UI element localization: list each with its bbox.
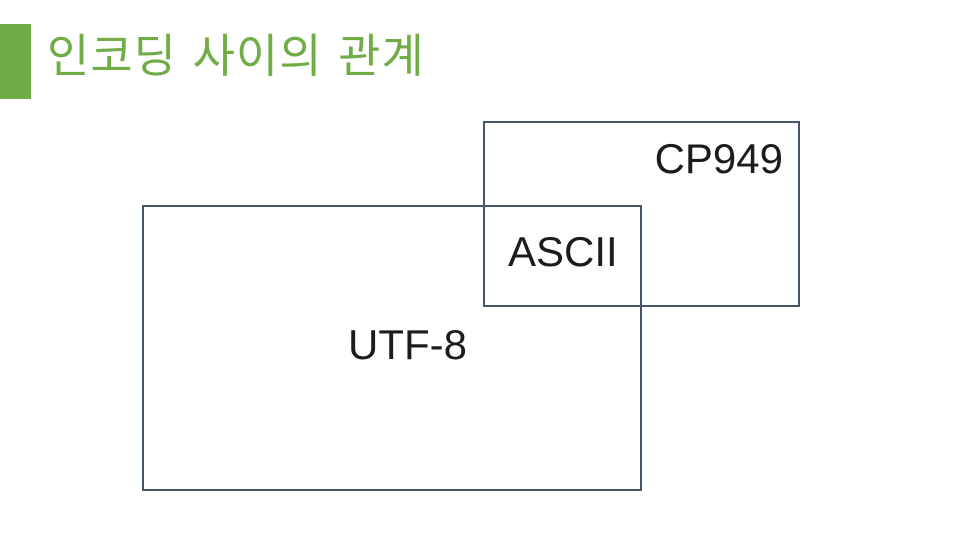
ascii-overlap-label: ASCII [508, 228, 618, 275]
title-accent-bar [0, 24, 31, 99]
utf8-label: UTF-8 [348, 321, 467, 368]
cp949-label: CP949 [654, 135, 783, 182]
utf8-set-box: ASCII UTF-8 [142, 205, 642, 491]
cp949-set-box: CP949 [483, 121, 800, 307]
slide-title: 인코딩 사이의 관계 [47, 29, 425, 83]
